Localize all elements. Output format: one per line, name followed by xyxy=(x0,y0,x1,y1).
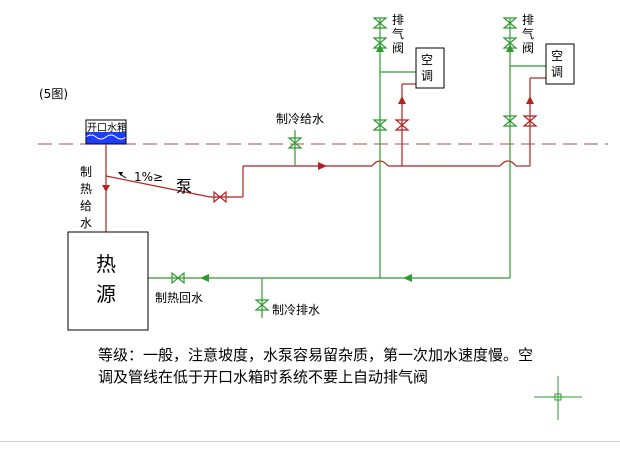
slope-label: 1%≥ xyxy=(134,170,163,184)
vent-valve-2-label-2: 气 xyxy=(522,26,534,41)
hot-flow-arrows xyxy=(102,96,534,192)
bottom-divider xyxy=(0,441,620,442)
vent-valve-1-label-1: 排 xyxy=(392,13,404,27)
hot-water-piping xyxy=(105,77,546,232)
ac-unit-1-label-2: 调 xyxy=(421,69,433,83)
vent-valve-2-label-3: 阀 xyxy=(522,41,534,55)
ac-unit-2-label-2: 调 xyxy=(551,65,563,79)
cold-supply-label: 制冷给水 xyxy=(276,112,324,126)
supply-heat-label-2: 热 xyxy=(80,182,92,196)
ac-unit-1-label-1: 空 xyxy=(421,53,433,67)
vent-valve-1-label-2: 气 xyxy=(392,26,404,41)
tank-label: 开口水箱 xyxy=(87,121,127,134)
vent-valve-2-label-1: 排 xyxy=(522,13,534,27)
supply-heat-label-3: 给 xyxy=(80,199,92,213)
figure-label: (5图) xyxy=(39,87,68,101)
cold-flow-arrows xyxy=(200,44,514,282)
ac-unit-2-label-1: 空 xyxy=(551,49,563,63)
crosshair-marker xyxy=(534,376,582,420)
heat-source-label-2: 源 xyxy=(96,282,116,306)
pump-label: 泵 xyxy=(176,177,192,196)
supply-heat-label-4: 水 xyxy=(80,216,92,230)
ac-unit-2: 空 调 xyxy=(545,43,575,85)
caption-text: 等级：一般，注意坡度，水泵容易留杂质，第一次加水速度慢。空调及管线在低于开口水箱… xyxy=(98,346,534,386)
valves xyxy=(171,17,538,311)
cold-drain-label: 制冷排水 xyxy=(272,303,320,317)
vent-valve-1-label-3: 阀 xyxy=(392,41,404,55)
slope-annotation: 1%≥ xyxy=(118,170,163,184)
ac-unit-1: 空 调 xyxy=(415,47,445,89)
return-heat-label: 制热回水 xyxy=(155,291,203,305)
open-water-tank: 开口水箱 xyxy=(85,119,127,145)
cold-water-piping xyxy=(148,18,546,318)
heat-source-label-1: 热 xyxy=(96,252,116,276)
heat-source: 热 源 xyxy=(67,231,149,331)
supply-heat-label-1: 制 xyxy=(80,165,92,179)
